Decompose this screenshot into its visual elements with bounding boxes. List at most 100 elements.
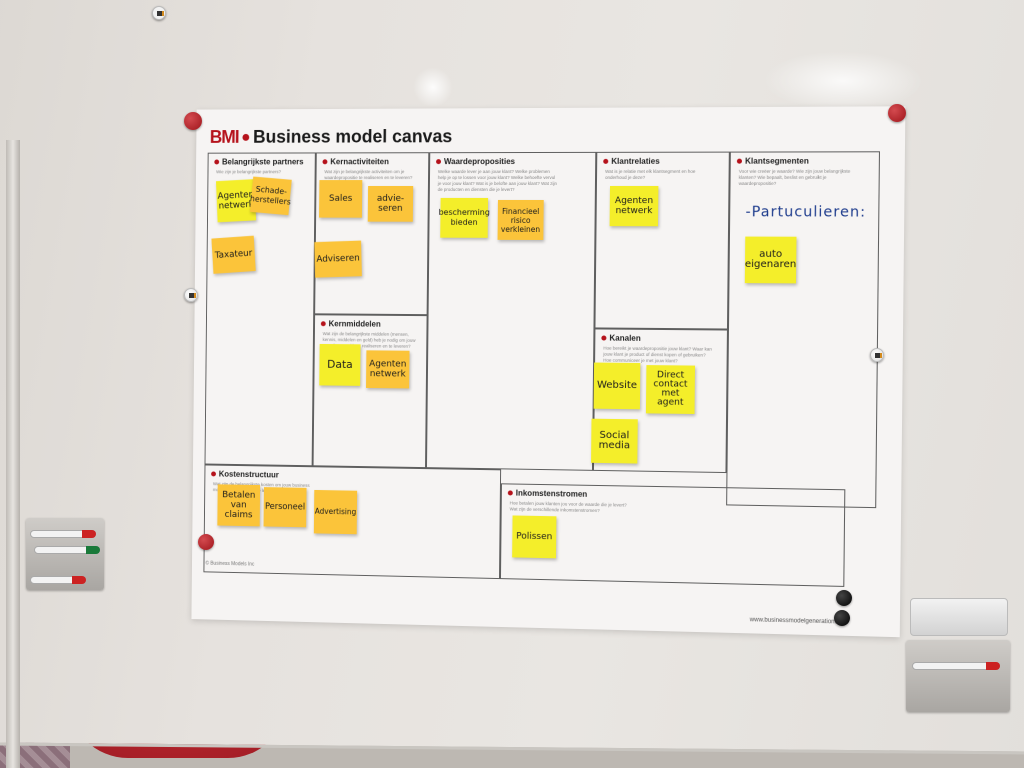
poster-title-text: Business model canvas (253, 126, 452, 147)
section-customer-relations: Klantrelaties Wat is je relatie met elk … (594, 152, 729, 330)
note-line: seren (378, 204, 403, 214)
section-title: Kostenstructuur (219, 470, 279, 480)
note-line: advie- (377, 194, 404, 204)
section-title: Klantsegmenten (745, 157, 809, 166)
eraser[interactable] (910, 598, 1008, 636)
marker-tray-right (906, 640, 1010, 712)
section-title: Klantrelaties (611, 157, 660, 166)
note-line: bieden (451, 218, 478, 228)
business-model-canvas-poster: BMI Business model canvas Belangrijkste … (191, 106, 905, 637)
marker-tray-left (26, 518, 104, 590)
logo-magnet[interactable] (184, 288, 198, 302)
note-line: claims (225, 510, 253, 520)
section-title: Kernactiviteiten (330, 157, 389, 166)
sticky-note[interactable]: autoeigenaren (745, 237, 797, 284)
section-description: Voor wie creëer je waarde? Wie zijn jouw… (739, 169, 852, 187)
bullet-dot (323, 159, 328, 164)
sticky-note[interactable]: Personeel (264, 487, 307, 527)
section-header: Waardeproposities (436, 157, 515, 166)
section-description: Wie zijn je belangrijkste partners? (216, 169, 313, 175)
sticky-note[interactable]: Adviseren (314, 241, 362, 278)
sticky-note[interactable]: Directcontactmetagent (646, 365, 695, 414)
red-marker[interactable] (30, 530, 96, 538)
poster-title: BMI Business model canvas (210, 126, 453, 147)
red-marker[interactable] (30, 576, 86, 584)
section-title: Waardeproposities (444, 157, 515, 166)
note-line: Advertising (315, 507, 356, 518)
note-line: netwerk (615, 206, 652, 216)
sticky-note[interactable]: Betalenvanclaims (217, 484, 260, 526)
note-line: Agenten (615, 196, 653, 206)
footer-copyright: © Business Models Inc (205, 561, 254, 568)
note-line: bescherming (439, 208, 490, 218)
green-marker[interactable] (34, 546, 100, 554)
note-line: Agenten (369, 359, 406, 369)
section-header: Inkomstenstromen (508, 488, 588, 498)
sticky-note[interactable]: Schade-herstellers (250, 177, 292, 216)
bullet-dot (321, 321, 326, 326)
sticky-note[interactable]: Agentennetwerk (366, 350, 409, 388)
red-magnet[interactable] (888, 104, 906, 122)
brand-dot (242, 134, 249, 141)
note-line: Polissen (516, 532, 552, 543)
note-line: Betalen (222, 490, 255, 500)
bullet-dot (603, 159, 608, 164)
sticky-note[interactable]: Socialmedia (591, 419, 638, 464)
note-line: eigenaren (745, 260, 797, 270)
note-line: Taxateur (215, 249, 253, 261)
black-magnet[interactable] (836, 590, 852, 606)
bullet-dot (508, 490, 513, 495)
bullet-dot (436, 159, 441, 164)
section-description: Hoe betalen jouw klanten jou voor de waa… (510, 500, 630, 514)
sticky-note[interactable]: Polissen (512, 515, 556, 558)
section-title: Kanalen (609, 334, 640, 343)
note-line: Website (597, 381, 637, 392)
note-line: agent (657, 398, 683, 407)
section-header: Kanalen (601, 334, 640, 343)
pin-magnet[interactable] (152, 6, 166, 20)
whiteboard-stand (6, 140, 20, 768)
sticky-note[interactable]: Advertising (314, 490, 357, 534)
sticky-note[interactable]: Sales (319, 180, 362, 218)
red-magnet[interactable] (184, 112, 202, 130)
sticky-note[interactable]: Agentennetwerk (610, 186, 659, 226)
section-resources: Kernmiddelen Wat zijn de belangrijkste m… (313, 314, 428, 468)
note-line: Sales (329, 194, 352, 204)
section-header: Kernactiviteiten (322, 157, 388, 166)
section-activities: Kernactiviteiten Wat zijn je belangrijks… (314, 152, 429, 315)
note-line: media (599, 441, 630, 452)
note-line: Financieel (502, 206, 539, 215)
note-line: verkleinen (501, 224, 540, 233)
note-line: Adviseren (316, 254, 360, 265)
black-magnet[interactable] (834, 610, 850, 626)
sticky-note[interactable]: advie-seren (368, 186, 413, 222)
sticky-note[interactable]: Taxateur (211, 236, 255, 274)
red-marker[interactable] (912, 662, 1000, 670)
light-reflection (413, 67, 453, 107)
sticky-note[interactable]: Website (594, 363, 641, 410)
sticky-note[interactable]: beschermingbieden (440, 198, 488, 238)
bullet-dot (601, 336, 606, 341)
section-header: Klantsegmenten (737, 157, 809, 166)
bullet-dot (211, 471, 216, 476)
section-header: Belangrijkste partners (214, 157, 303, 166)
logo-magnet[interactable] (870, 348, 884, 362)
section-header: Kostenstructuur (211, 469, 279, 479)
section-title: Belangrijkste partners (222, 157, 304, 166)
bullet-dot (737, 159, 742, 164)
note-line: netwerk (370, 369, 406, 379)
section-header: Kernmiddelen (321, 319, 381, 328)
section-description: Wat is je relatie met elk klantsegment e… (605, 169, 716, 181)
handwritten-segment-label: -Partuculieren: (745, 204, 866, 220)
note-line: Data (327, 360, 353, 370)
note-line: van (231, 500, 247, 510)
section-description: Welke waarde lever je aan jouw klant? We… (438, 169, 557, 193)
brand-logo: BMI (210, 127, 239, 148)
sticky-note[interactable]: Data (319, 344, 360, 386)
section-header: Klantrelaties (603, 157, 660, 166)
section-title: Inkomstenstromen (516, 489, 588, 499)
sticky-note[interactable]: Financieelrisicoverkleinen (498, 200, 544, 240)
bullet-dot (214, 160, 219, 165)
red-magnet[interactable] (198, 534, 214, 550)
note-line: Personeel (265, 502, 305, 513)
